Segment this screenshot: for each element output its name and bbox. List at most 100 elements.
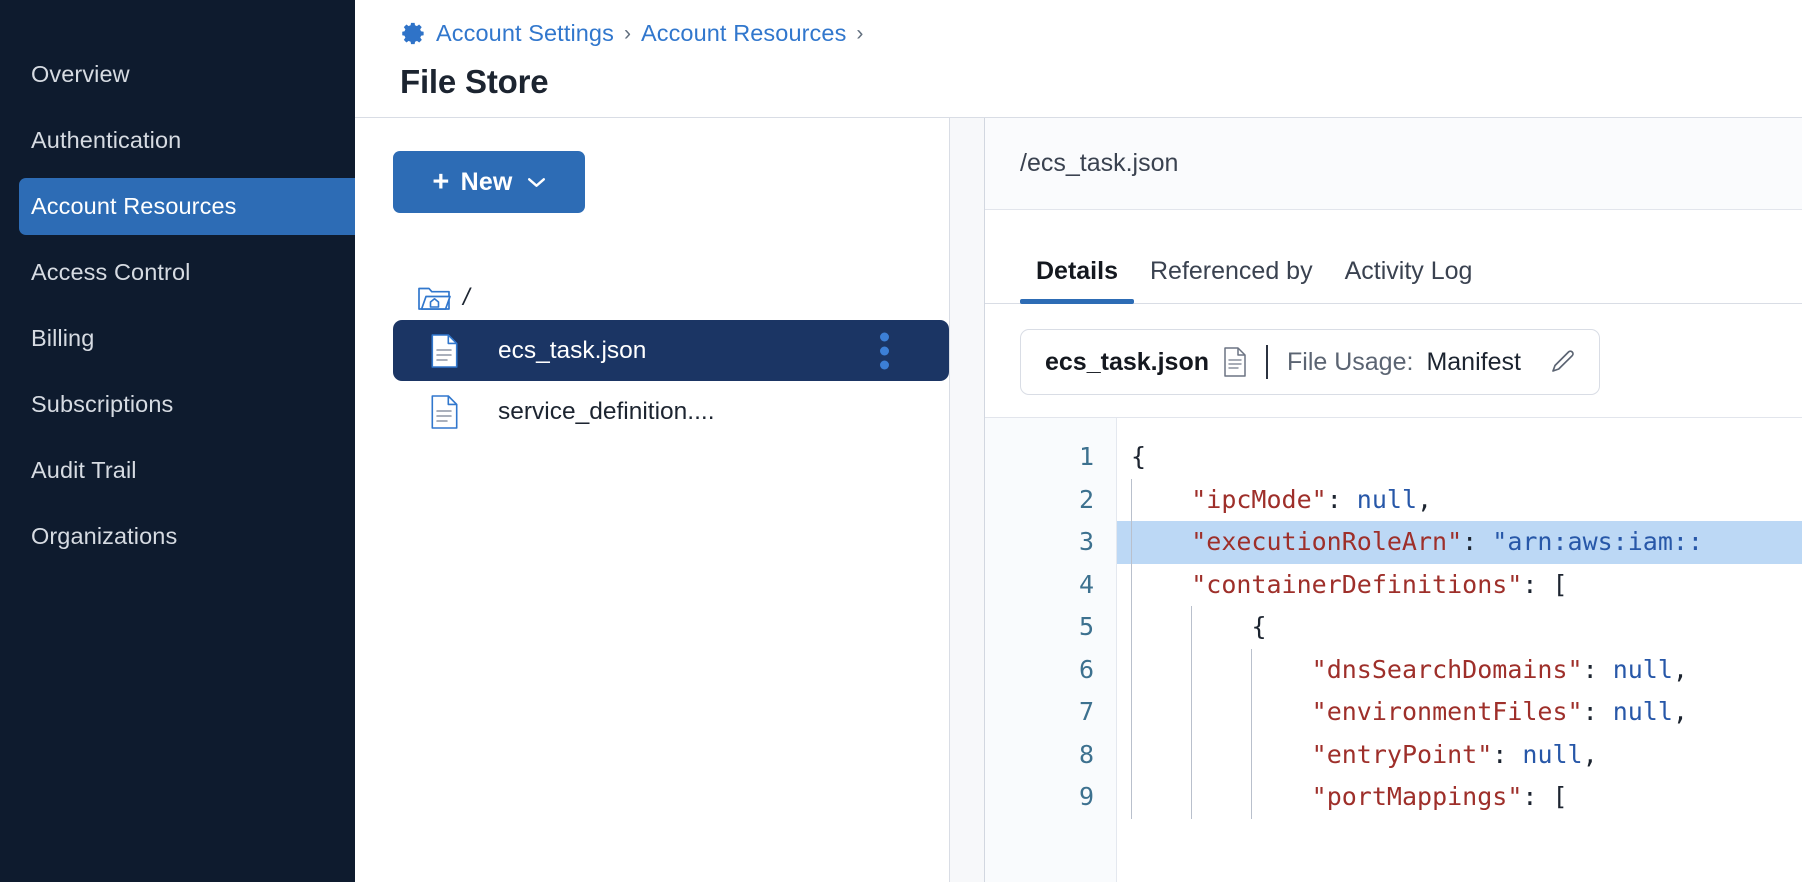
indent-guide xyxy=(1191,733,1193,776)
indent-guide xyxy=(1131,478,1132,521)
sidebar-item-organizations[interactable]: Organizations xyxy=(0,508,355,565)
code-token: "portMappings" xyxy=(1311,782,1523,811)
indent-guide xyxy=(1131,776,1132,819)
detail-tabs: Details Referenced by Activity Log xyxy=(985,210,1802,304)
tree-file-label: service_definition.... xyxy=(498,397,715,425)
indent-guide xyxy=(1251,776,1253,819)
indent-guide xyxy=(1191,606,1193,649)
code-token: { xyxy=(1251,612,1267,641)
breadcrumb-separator: › xyxy=(623,21,631,45)
sidebar-item-audit-trail[interactable]: Audit Trail xyxy=(0,442,355,499)
code-token: null xyxy=(1356,484,1418,514)
line-number: 4 xyxy=(1078,569,1094,599)
indent-guide xyxy=(1251,733,1253,776)
page-title: File Store xyxy=(400,62,549,100)
sidebar-item-subscriptions[interactable]: Subscriptions xyxy=(0,376,355,433)
code-token: "arn:aws:iam:: xyxy=(1492,527,1703,556)
sidebar-item-label: Subscriptions xyxy=(31,391,174,417)
document-icon xyxy=(1224,347,1246,377)
file-usage-wrap: ecs_task.json File Usage: Manifest xyxy=(985,304,1802,395)
tree-file-item[interactable]: service_definition.... xyxy=(393,381,949,442)
sidebar-item-account-resources[interactable]: Account Resources xyxy=(19,178,355,235)
code-token: , xyxy=(1582,739,1598,769)
line-number: 8 xyxy=(1078,739,1094,769)
tab-details[interactable]: Details xyxy=(1020,257,1134,304)
pencil-icon[interactable] xyxy=(1547,347,1577,377)
indent-guide xyxy=(1131,648,1132,691)
code-token: , xyxy=(1672,697,1688,726)
code-token: null xyxy=(1522,739,1583,769)
chevron-down-icon xyxy=(527,177,545,187)
indent-guide xyxy=(1251,648,1253,691)
code-token: "ipcMode" xyxy=(1191,484,1327,514)
indent-guide xyxy=(1191,648,1193,691)
code-token: "environmentFiles" xyxy=(1311,697,1583,726)
sidebar-item-label: Audit Trail xyxy=(31,457,137,483)
code-line: "portMappings": [ xyxy=(1117,776,1802,819)
code-token: , xyxy=(1417,484,1433,514)
tree-root-folder[interactable]: / xyxy=(393,276,949,320)
gear-icon[interactable] xyxy=(400,20,427,47)
usage-file-name: ecs_task.json xyxy=(1045,347,1209,376)
line-number: 6 xyxy=(1078,654,1094,684)
breadcrumb-separator-trailing: › xyxy=(856,21,864,45)
file-icon xyxy=(431,394,458,429)
usage-divider xyxy=(1266,345,1268,379)
file-path-bar: /ecs_task.json xyxy=(985,118,1802,210)
tree-file-label: ecs_task.json xyxy=(498,336,647,364)
main-area: Account Settings › Account Resources › F… xyxy=(355,0,1802,882)
kebab-menu-icon[interactable] xyxy=(880,332,889,369)
code-token: { xyxy=(1131,442,1147,471)
code-line: "executionRoleArn": "arn:aws:iam:: xyxy=(1117,521,1802,564)
new-button[interactable]: + New xyxy=(393,151,585,213)
code-token: , xyxy=(1672,654,1688,684)
breadcrumb-item-account-resources[interactable]: Account Resources xyxy=(640,20,847,46)
code-token: : xyxy=(1582,697,1613,726)
sidebar-item-access-control[interactable]: Access Control xyxy=(0,244,355,301)
code-line: "ipcMode": null, xyxy=(1117,478,1802,521)
code-token: "dnsSearchDomains" xyxy=(1311,654,1583,684)
code-token: "executionRoleArn" xyxy=(1191,527,1463,556)
tab-activity-log[interactable]: Activity Log xyxy=(1344,257,1473,285)
code-content[interactable]: { "ipcMode": null, "executionRoleArn": "… xyxy=(1117,418,1802,882)
line-number: 3 xyxy=(1078,527,1094,556)
folder-home-icon xyxy=(418,287,451,310)
indent-guide xyxy=(1131,563,1132,606)
breadcrumb-item-account-settings[interactable]: Account Settings xyxy=(436,20,614,46)
code-token: : [ xyxy=(1522,782,1568,811)
sidebar-item-billing[interactable]: Billing xyxy=(0,310,355,367)
code-token: null xyxy=(1612,697,1673,726)
code-line: "entryPoint": null, xyxy=(1117,733,1802,776)
content-row: + New / ecs_task.json xyxy=(355,118,1802,882)
pane-splitter[interactable] xyxy=(949,118,985,882)
usage-value: Manifest xyxy=(1426,347,1521,376)
page-header: Account Settings › Account Resources › F… xyxy=(355,0,1802,118)
sidebar-item-label: Authentication xyxy=(31,127,182,153)
code-line: "containerDefinitions": [ xyxy=(1117,563,1802,606)
sidebar-item-overview[interactable]: Overview xyxy=(0,46,355,103)
tab-referenced-by[interactable]: Referenced by xyxy=(1149,257,1313,285)
new-button-label: New xyxy=(460,167,513,196)
line-number: 7 xyxy=(1078,697,1094,726)
indent-guide xyxy=(1191,776,1193,819)
code-token: : xyxy=(1492,739,1523,769)
sidebar-item-label: Organizations xyxy=(31,523,178,549)
line-number: 5 xyxy=(1078,612,1094,641)
line-number: 9 xyxy=(1078,782,1094,811)
file-tree-pane: + New / ecs_task.json xyxy=(355,118,949,882)
usage-label: File Usage: xyxy=(1287,347,1414,376)
sidebar-item-authentication[interactable]: Authentication xyxy=(0,112,355,169)
file-usage-card: ecs_task.json File Usage: Manifest xyxy=(1020,329,1600,395)
indent-guide xyxy=(1131,606,1132,649)
code-token: : [ xyxy=(1522,569,1568,599)
code-line: { xyxy=(1117,436,1802,479)
indent-guide xyxy=(1131,733,1132,776)
file-icon xyxy=(431,333,458,368)
tree-file-item[interactable]: ecs_task.json xyxy=(393,320,949,381)
sidebar-item-label: Overview xyxy=(31,61,130,87)
file-path: /ecs_task.json xyxy=(1020,149,1179,177)
